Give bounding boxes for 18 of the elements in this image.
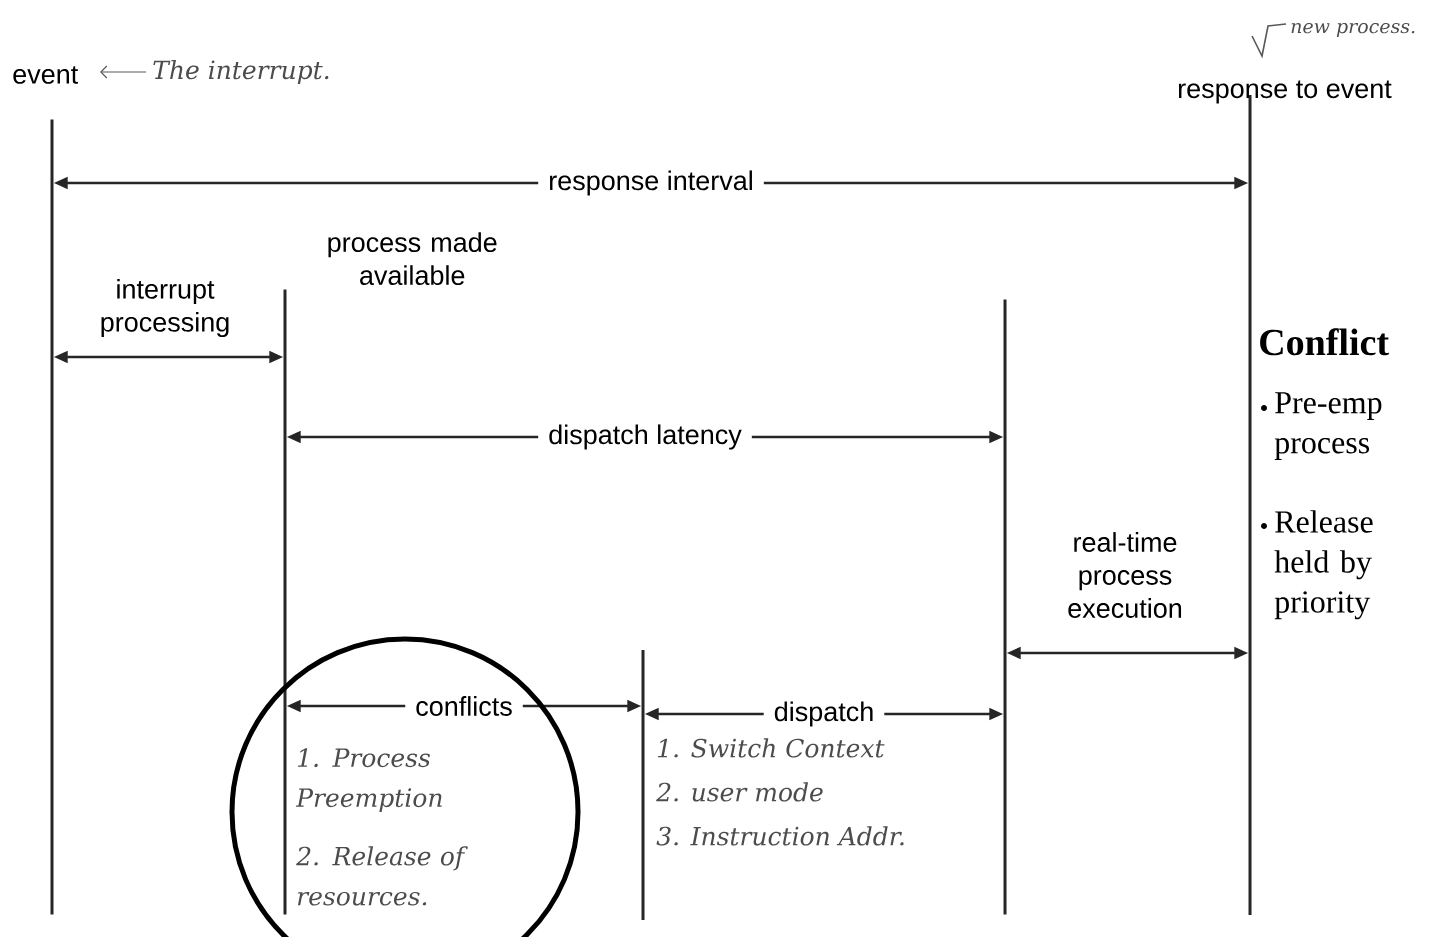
timeline-label: new process. [1291,22,1415,38]
timeline-label: 3. Instruction Addr. [656,826,904,846]
timeline-label: 2. user mode [656,782,823,802]
note-text: Release held by priority [1274,510,1373,620]
note-text: Pre-emp process [1274,392,1382,460]
timeline-label: response to event [1178,80,1392,104]
edge-label: response interval [538,168,764,198]
timeline-label: The interrupt. [153,59,329,85]
timeline-label: event [13,66,79,84]
edge-label: dispatch latency [538,422,752,452]
edge-label: interrupt processing [101,278,229,338]
note-text: 2. Release of resources. [296,846,468,906]
edge-label: conflicts [405,694,523,718]
timeline-label: 1. Switch Context [657,738,885,758]
note-text: 1. Process Preemption [295,748,442,812]
edge-label: dispatch [763,699,885,729]
edge-label: real-time process execution [1068,532,1182,618]
timeline-label: process made available [328,232,497,286]
